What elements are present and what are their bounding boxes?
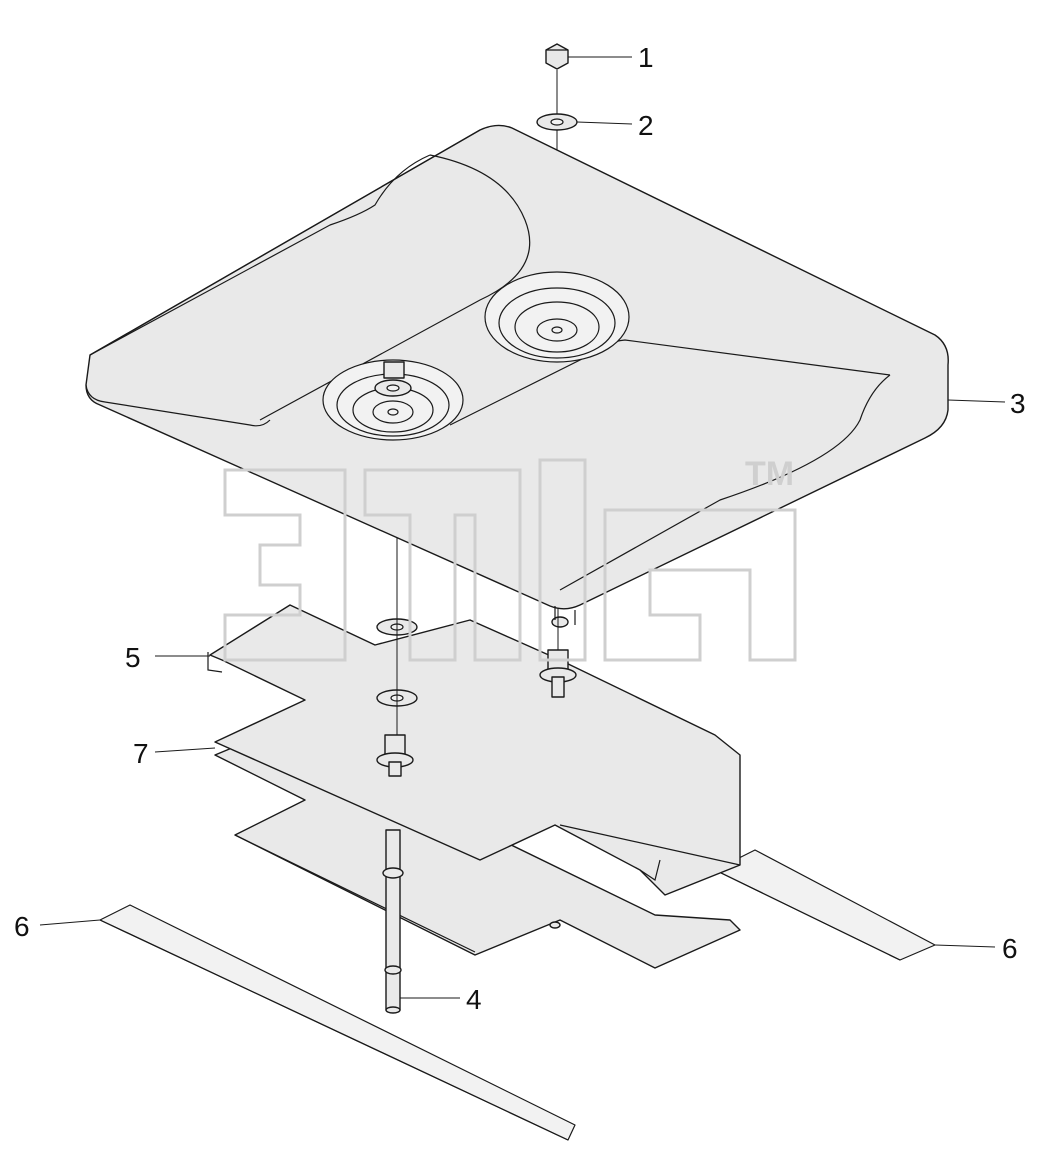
nut [545, 43, 569, 70]
strip-left [99, 904, 576, 1141]
callout-2: 2 [638, 110, 654, 141]
watermark-trademark: TM [745, 455, 794, 493]
watermark-logo: TM [223, 455, 797, 662]
callout-5: 5 [125, 642, 141, 673]
callout-6-left: 6 [14, 911, 30, 942]
pin [384, 829, 402, 1014]
strip-right [714, 849, 936, 961]
bracket-plate [207, 604, 741, 929]
callout-1: 1 [638, 42, 654, 73]
washer [536, 113, 578, 131]
callout-7: 7 [133, 738, 149, 769]
seat-cushion [85, 124, 949, 625]
callout-6-right: 6 [1002, 933, 1018, 964]
callout-3: 3 [1010, 388, 1026, 419]
callout-4: 4 [466, 984, 482, 1015]
